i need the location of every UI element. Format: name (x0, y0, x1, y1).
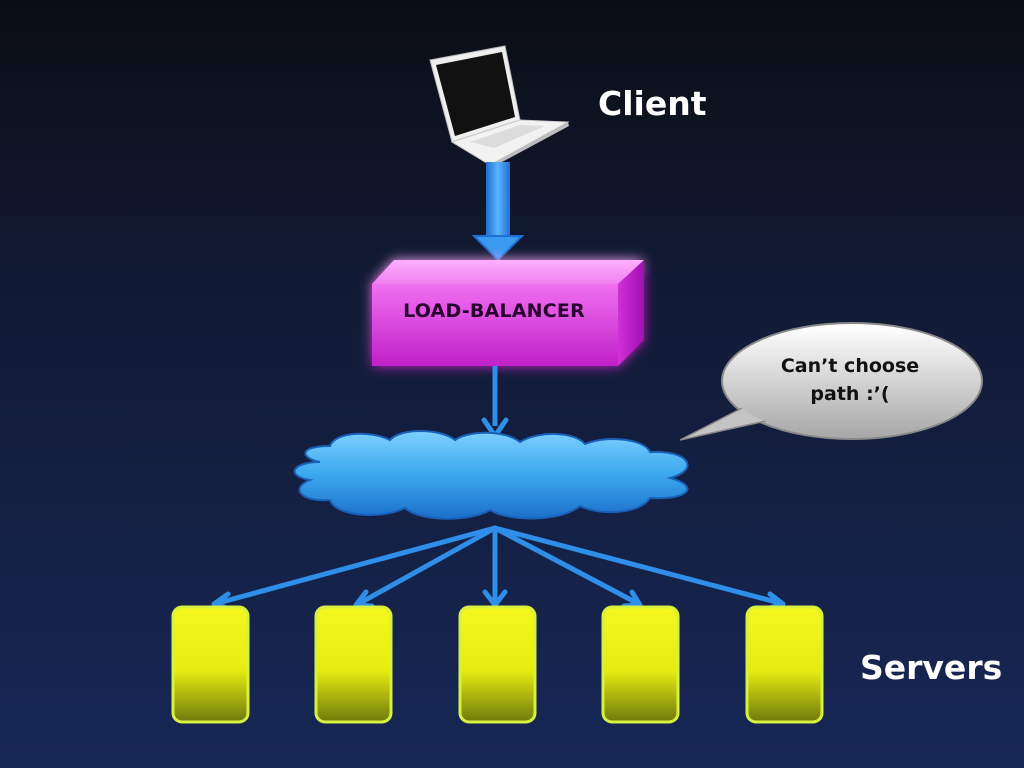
client-label: Client (598, 84, 707, 123)
client-to-lb-arrow (471, 162, 525, 262)
network-cloud-icon (293, 430, 689, 520)
arrowhead-server-3 (482, 589, 508, 608)
arrow-to-server-4 (492, 525, 640, 606)
servers-label: Servers (860, 648, 1003, 687)
server-2 (314, 605, 393, 724)
server-4 (601, 605, 680, 724)
server-3 (458, 605, 537, 724)
laptop-icon (429, 45, 570, 168)
lb-to-cloud-arrow (481, 366, 509, 439)
arrow-to-server-1 (215, 525, 498, 606)
arrow-to-server-5 (492, 525, 783, 606)
speech-bubble-line-1: Can’t choose (780, 355, 920, 377)
server-1 (171, 605, 250, 724)
load-balancer-label: LOAD-BALANCER (403, 300, 585, 322)
speech-bubble (679, 322, 983, 441)
load-balancer-box (372, 260, 644, 366)
arrow-to-server-2 (357, 525, 498, 606)
cloud-to-servers-arrows (211, 525, 786, 612)
servers-group (171, 605, 824, 724)
server-5 (745, 605, 824, 724)
speech-bubble-text: Can’t choose path :’( (730, 352, 970, 408)
speech-bubble-line-2: path :’( (810, 383, 890, 405)
